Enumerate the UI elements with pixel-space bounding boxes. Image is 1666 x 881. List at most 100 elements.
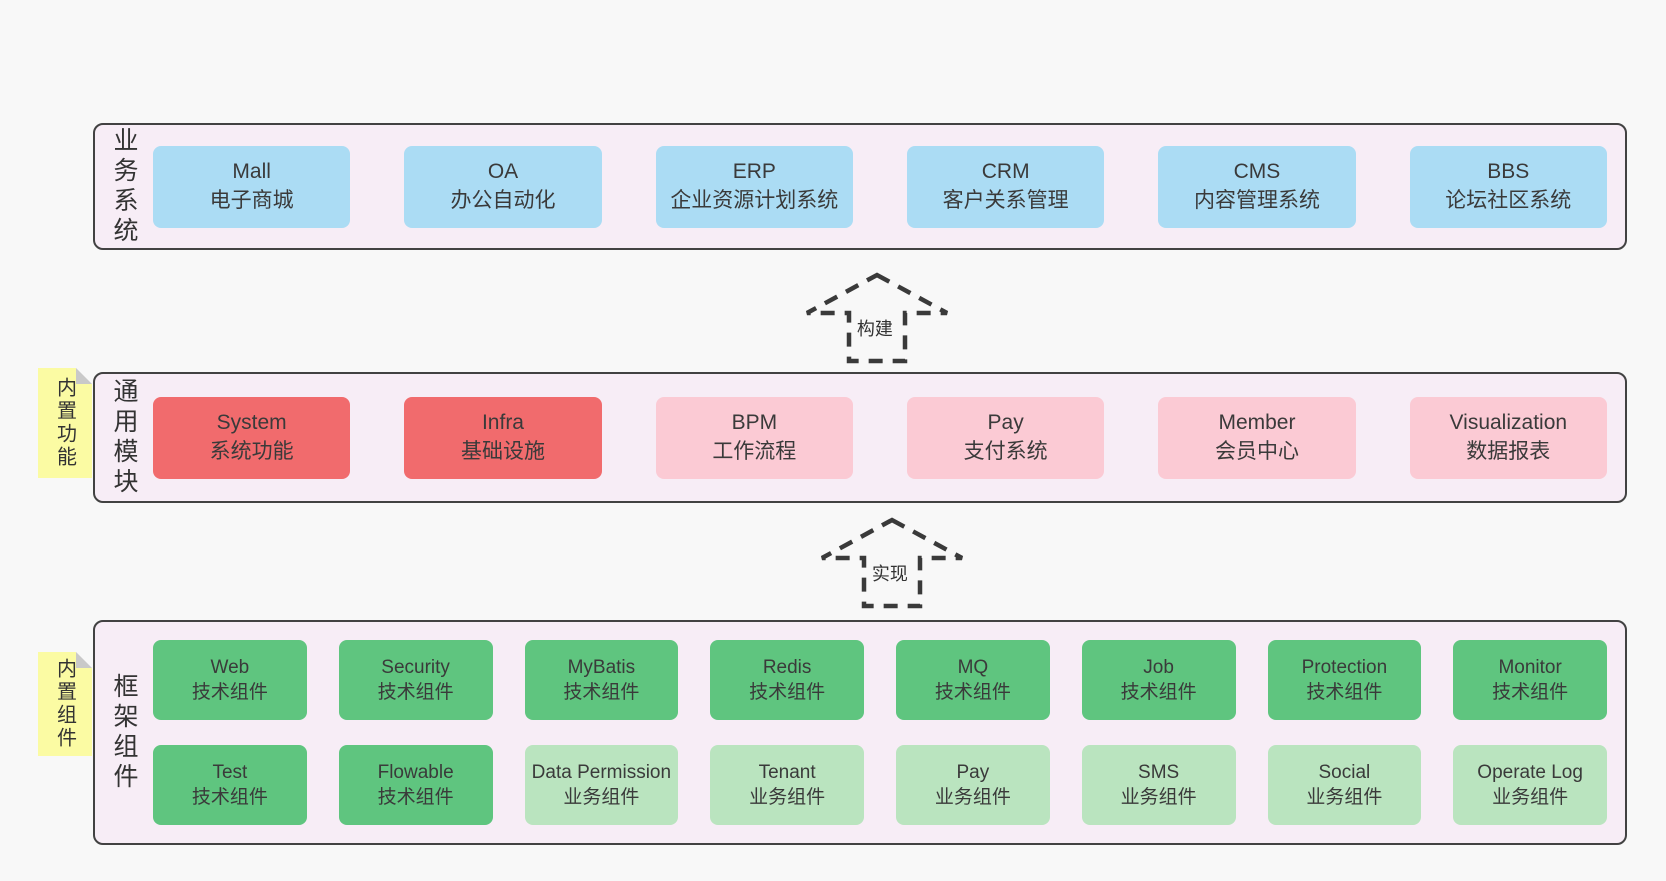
sticky-note-text: 内置组件 [53,658,76,750]
box-job: Job 技术组件 [1081,640,1236,720]
up-arrow-icon [805,272,949,364]
implement-arrow-label: 实现 [868,559,911,587]
box-name: CMS [1233,160,1281,184]
box-name: Web [210,656,250,678]
box-system: System 系统功能 [153,396,351,479]
box-desc: 技术组件 [1306,682,1383,703]
box-desc: 系统功能 [209,439,294,463]
box-desc: 企业资源计划系统 [670,188,839,212]
box-redis: Redis 技术组件 [710,640,864,720]
band-label-business: 业务系统 [95,125,153,248]
box-name: Security [381,656,450,678]
band-label-text: 业务系统 [110,126,138,247]
framework-row-biz: Test 技术组件 Flowable 技术组件 Data Permission … [153,745,1607,825]
box-desc: 电子商城 [209,188,294,212]
box-visualization: Visualization 数据报表 [1409,396,1607,479]
box-name: System [216,411,287,435]
band-label-text: 通用模块 [110,377,138,498]
box-desc: 业务组件 [934,787,1011,808]
box-name: BBS [1487,160,1530,184]
box-desc: 客户关系管理 [942,188,1069,212]
box-desc: 办公自动化 [450,188,556,212]
box-desc: 基础设施 [460,439,545,463]
up-arrow-icon [820,517,964,609]
box-sms: SMS 业务组件 [1081,745,1236,825]
box-cms: CMS 内容管理系统 [1158,145,1356,228]
box-name: Social [1318,761,1371,783]
box-test: Test 技术组件 [153,745,307,825]
box-name: MQ [957,656,989,678]
box-desc: 业务组件 [563,787,640,808]
box-desc: 数据报表 [1466,439,1551,463]
framework-rows: Web 技术组件 Security 技术组件 MyBatis 技术组件 Redi… [153,622,1625,843]
box-name: ERP [732,160,776,184]
box-security: Security 技术组件 [338,640,493,720]
box-desc: 业务组件 [1120,787,1197,808]
box-bpm: BPM 工作流程 [655,396,853,479]
box-desc: 技术组件 [377,787,454,808]
box-name: OA [487,160,519,184]
module-boxes: System 系统功能 Infra 基础设施 BPM 工作流程 Pay 支付系统… [153,374,1625,501]
box-crm: CRM 客户关系管理 [906,145,1105,228]
box-desc: 业务组件 [749,787,826,808]
box-name: MyBatis [567,656,636,678]
box-name: Member [1218,411,1296,435]
band-label-modules: 通用模块 [95,374,153,501]
box-tenant: Tenant 业务组件 [710,745,864,825]
box-name: Visualization [1449,411,1568,435]
box-web: Web 技术组件 [153,640,307,720]
box-desc: 技术组件 [749,682,826,703]
band-label-text: 框架组件 [110,672,138,793]
box-name: Test [212,761,248,783]
box-operate-log: Operate Log 业务组件 [1453,745,1607,825]
box-desc: 技术组件 [563,682,640,703]
sticky-note-builtin-features: 内置功能 [38,368,92,478]
box-data-permission: Data Permission 业务组件 [524,745,679,825]
box-flowable: Flowable 技术组件 [338,745,493,825]
box-oa: OA 办公自动化 [404,145,602,228]
box-name: Redis [762,656,812,678]
box-desc: 技术组件 [1492,682,1569,703]
box-name: CRM [981,160,1030,184]
sticky-note-builtin-components: 内置组件 [38,652,92,756]
band-label-framework: 框架组件 [95,622,153,843]
box-desc: 内容管理系统 [1193,188,1320,212]
box-erp: ERP 企业资源计划系统 [655,145,853,228]
box-name: Protection [1301,656,1388,678]
box-name: Mall [232,160,271,184]
band-common-modules: 通用模块 System 系统功能 Infra 基础设施 BPM 工作流程 Pay… [93,372,1627,503]
box-desc: 技术组件 [934,682,1011,703]
box-name: Pay [956,761,990,783]
build-arrow: 构建 [802,272,952,364]
box-desc: 论坛社区系统 [1445,188,1572,212]
box-name: SMS [1138,761,1180,783]
sticky-note-text: 内置功能 [53,377,76,469]
box-desc: 技术组件 [1120,682,1197,703]
box-desc: 会员中心 [1214,439,1299,463]
box-bbs: BBS 论坛社区系统 [1409,145,1607,228]
box-infra: Infra 基础设施 [404,396,602,479]
box-mq: MQ 技术组件 [896,640,1050,720]
box-desc: 业务组件 [1306,787,1383,808]
box-name: Operate Log [1477,761,1583,783]
build-arrow-label: 构建 [853,314,896,342]
box-desc: 技术组件 [191,682,268,703]
implement-arrow: 实现 [817,517,967,609]
box-desc: 工作流程 [712,439,797,463]
box-protection: Protection 技术组件 [1267,640,1422,720]
box-desc: 技术组件 [191,787,268,808]
band-framework-components: 框架组件 Web 技术组件 Security 技术组件 MyBatis 技术组件… [93,620,1627,845]
box-desc: 支付系统 [963,439,1048,463]
box-name: Tenant [758,761,816,783]
band-business-systems: 业务系统 Mall 电子商城 OA 办公自动化 ERP 企业资源计划系统 CRM… [93,123,1627,250]
box-mybatis: MyBatis 技术组件 [524,640,679,720]
box-name: BPM [731,411,778,435]
framework-row-tech: Web 技术组件 Security 技术组件 MyBatis 技术组件 Redi… [153,640,1607,720]
box-name: Data Permission [531,761,672,783]
box-mall: Mall 电子商城 [153,145,351,228]
box-name: Monitor [1498,656,1562,678]
box-name: Job [1143,656,1174,678]
box-name: Flowable [377,761,454,783]
box-name: Infra [481,411,524,435]
